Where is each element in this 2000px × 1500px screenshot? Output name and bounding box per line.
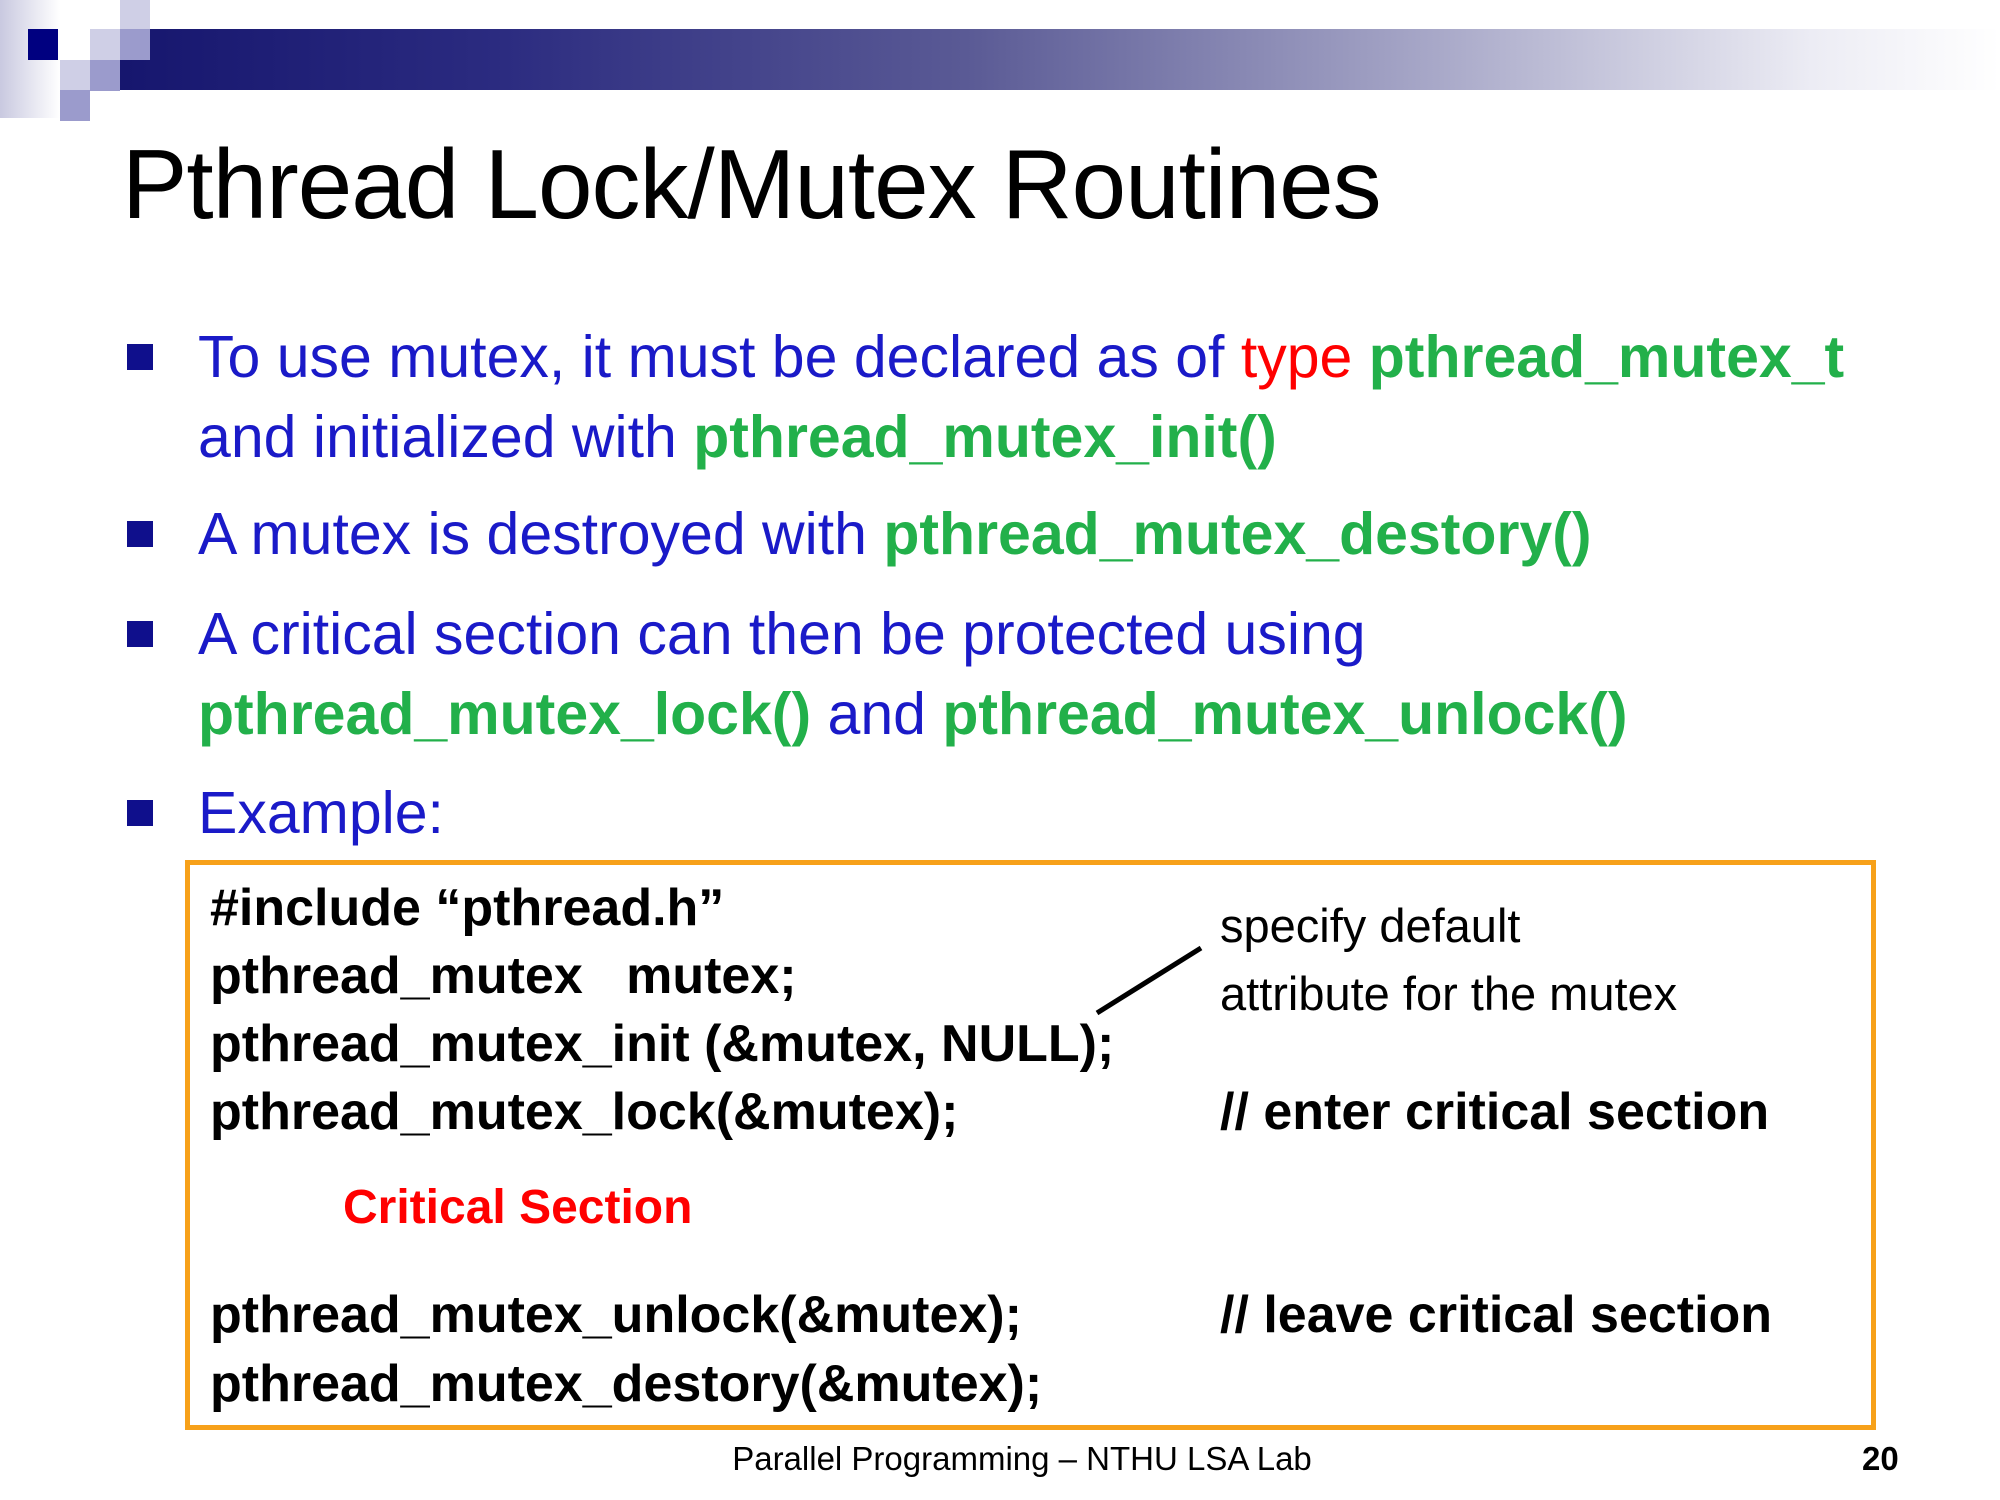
bullet-3-line-2: pthread_mutex_lock() and pthread_mutex_u… xyxy=(198,685,1628,744)
code-line: #include “pthread.h” xyxy=(210,879,725,937)
bullet-4: Example: xyxy=(198,780,444,846)
annotation-line-1: specify default xyxy=(1220,899,1521,952)
bullet-icon xyxy=(127,344,153,370)
footer-text: Parallel Programming – NTHU LSA Lab xyxy=(732,1440,1312,1477)
header-square xyxy=(120,0,150,31)
annotation-line-2: attribute for the mutex xyxy=(1220,967,1678,1020)
bullet-text: and xyxy=(811,681,943,747)
code-line: pthread_mutex mutex; xyxy=(210,947,797,1005)
comment-enter: // enter critical section xyxy=(1220,1083,1770,1141)
code-line: pthread_mutex_init (&mutex, NULL); xyxy=(210,1015,1115,1073)
header-square xyxy=(90,60,120,91)
bullet-icon xyxy=(127,800,153,826)
header-square xyxy=(28,29,58,60)
pointer-line xyxy=(1095,945,1203,1016)
bullet-3-line-1: A critical section can then be protected… xyxy=(198,601,1366,667)
bullet-text: and initialized with xyxy=(198,404,694,470)
bullet-icon xyxy=(127,621,153,647)
code-term: pthread_mutex_lock() xyxy=(198,681,812,747)
header-square xyxy=(90,29,120,60)
code-example-box xyxy=(185,860,1876,1430)
code-term: pthread_mutex_destory() xyxy=(883,501,1592,567)
bullet-text: A mutex is destroyed with xyxy=(198,501,884,567)
code-line: pthread_mutex_destory(&mutex); xyxy=(210,1355,1043,1413)
header-square xyxy=(60,90,90,121)
code-term: pthread_mutex_unlock() xyxy=(942,681,1628,747)
bullet-1-line-1: To use mutex, it must be declared as of … xyxy=(198,328,1844,387)
slide-title: Pthread Lock/Mutex Routines xyxy=(122,129,1382,239)
code-line: pthread_mutex_unlock(&mutex); xyxy=(210,1286,1022,1344)
comment-leave: // leave critical section xyxy=(1220,1286,1773,1344)
header-square xyxy=(60,60,90,91)
code-term: pthread_mutex_init() xyxy=(693,404,1277,470)
code-line: pthread_mutex_lock(&mutex); xyxy=(210,1083,959,1141)
bullet-icon xyxy=(127,521,153,547)
header-bar xyxy=(120,29,2000,90)
code-term: pthread_mutex_t xyxy=(1352,324,1845,390)
critical-section-label: Critical Section xyxy=(343,1181,693,1234)
keyword-type: type xyxy=(1240,324,1353,390)
bullet-2: A mutex is destroyed with pthread_mutex_… xyxy=(198,505,1592,564)
bullet-1-line-2: and initialized with pthread_mutex_init(… xyxy=(198,408,1277,467)
bullet-text: To use mutex, it must be declared as of xyxy=(198,324,1241,390)
page-number: 20 xyxy=(1862,1440,1899,1477)
header-square xyxy=(120,29,150,60)
